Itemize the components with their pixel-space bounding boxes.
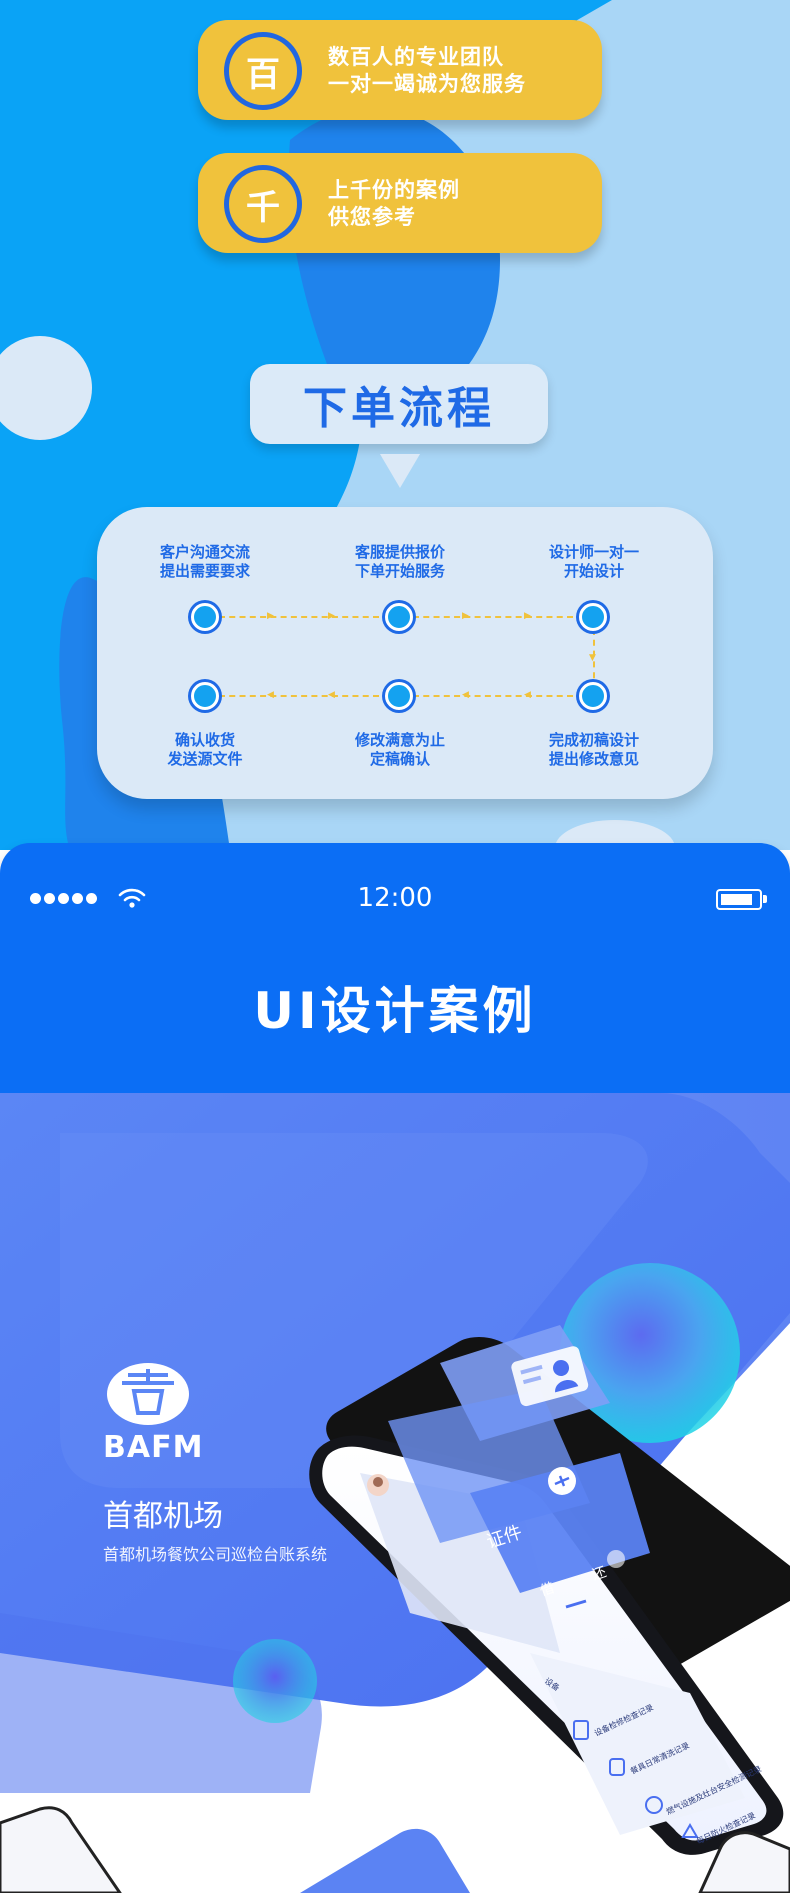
signal-dots-icon (58, 893, 69, 904)
feature-cases: 千 上千份的案例 供您参考 (198, 153, 602, 253)
arrow-left-icon: ◀ (524, 690, 531, 700)
step-line: 完成初稿设计 (548, 731, 639, 749)
connector-line (413, 695, 573, 697)
step-line: 提出需要要求 (159, 562, 250, 580)
feature-line: 一对一竭诚为您服务 (328, 72, 526, 96)
arrow-down-icon: ▼ (589, 653, 596, 663)
process-title: 下单流程 (250, 364, 548, 444)
step-node (385, 603, 413, 631)
id-card-icon (511, 1346, 589, 1407)
connector-line (219, 616, 379, 618)
step-node (191, 682, 219, 710)
screen-list-panel (530, 1653, 745, 1835)
top-section: 百 数百人的专业团队 一对一竭诚为您服务 千 上千份的案例 供您参考 下单流程 … (0, 0, 790, 850)
step-line: 客服提供报价 (354, 543, 445, 561)
arrow-left-icon: ◀ (462, 690, 469, 700)
banner-title: UI设计案例 (253, 982, 537, 1040)
peek-phone-left (0, 1806, 122, 1893)
airport-logo-icon (107, 1363, 189, 1425)
process-step-2: 客服提供报价 下单开始服务 (310, 543, 490, 581)
feature-text: 上千份的案例 供您参考 (328, 177, 460, 231)
process-step-1: 客户沟通交流 提出需要要求 (115, 543, 295, 581)
step-line: 开始设计 (563, 562, 624, 580)
step-line: 提出修改意见 (548, 750, 639, 768)
phone-banner: 12:00 UI设计案例 (0, 843, 790, 1093)
pager-dots (565, 1599, 587, 1609)
step-line: 发送源文件 (167, 750, 243, 768)
bg-inner-panel (60, 1133, 648, 1488)
feature-line: 上千份的案例 (328, 178, 460, 202)
signal-dots-icon (86, 893, 97, 904)
feature-text: 数百人的专业团队 一对一竭诚为您服务 (328, 44, 526, 98)
floating-card-front (470, 1453, 650, 1593)
case-description: 首都机场餐饮公司巡检台账系统 (103, 1545, 328, 1564)
arrow-right-icon: ▶ (267, 611, 274, 621)
connector-line (219, 695, 379, 697)
avatar (367, 1474, 389, 1496)
step-line: 设计师一对一 (548, 543, 639, 561)
battery-icon (716, 889, 767, 910)
status-time: 12:00 (357, 883, 433, 913)
down-triangle-icon (380, 454, 420, 488)
step-node (579, 603, 607, 631)
peek-phone-mid (300, 1828, 470, 1893)
process-step-3: 设计师一对一 开始设计 (504, 543, 684, 581)
feature-badge: 百 (224, 32, 302, 110)
connector-line (413, 616, 573, 618)
case-background (0, 1093, 790, 1893)
case-title: 首都机场 (103, 1499, 223, 1534)
process-step-6: 确认收货 发送源文件 (115, 731, 295, 769)
airplane-icon (548, 1467, 576, 1495)
case-study-section: BAFM 首都机场 首都机场餐饮公司巡检台账系统 证件 借 还 设备 设备检修检… (0, 1093, 790, 1893)
feature-team: 百 数百人的专业团队 一对一竭诚为您服务 (198, 20, 602, 120)
gradient-orb-small (233, 1639, 317, 1723)
bg-ellipse-bottom (555, 820, 675, 850)
step-line: 确认收货 (174, 731, 235, 749)
step-node (191, 603, 219, 631)
arrow-right-icon: ▶ (328, 611, 335, 621)
list-icons (573, 1720, 699, 1838)
bg-circle-left (0, 336, 92, 440)
feature-badge: 千 (224, 165, 302, 243)
battery-level (721, 894, 752, 905)
process-step-4: 完成初稿设计 提出修改意见 (504, 731, 684, 769)
feature-line: 供您参考 (328, 205, 416, 229)
arrow-left-icon: ◀ (267, 690, 274, 700)
step-line: 下单开始服务 (354, 562, 445, 580)
connector-line (593, 629, 595, 689)
step-line: 定稿确认 (369, 750, 430, 768)
peek-phone-right (698, 1831, 790, 1893)
step-line: 客户沟通交流 (159, 543, 250, 561)
step-line: 修改满意为止 (354, 731, 445, 749)
arrow-right-icon: ▶ (524, 611, 531, 621)
signal-dots-icon (72, 893, 83, 904)
feature-line: 数百人的专业团队 (328, 45, 504, 69)
process-card: 客户沟通交流 提出需要要求 客服提供报价 下单开始服务 设计师一对一 开始设计 … (97, 507, 713, 799)
brand-code: BAFM (103, 1430, 204, 1465)
signal-dots-icon (44, 893, 55, 904)
return-icon-blob (607, 1550, 625, 1568)
process-step-5: 修改满意为止 定稿确认 (310, 731, 490, 769)
step-node (385, 682, 413, 710)
step-node (579, 682, 607, 710)
wifi-icon (118, 888, 146, 908)
signal-dots-icon (30, 893, 41, 904)
arrow-left-icon: ◀ (328, 690, 335, 700)
arrow-right-icon: ▶ (462, 611, 469, 621)
